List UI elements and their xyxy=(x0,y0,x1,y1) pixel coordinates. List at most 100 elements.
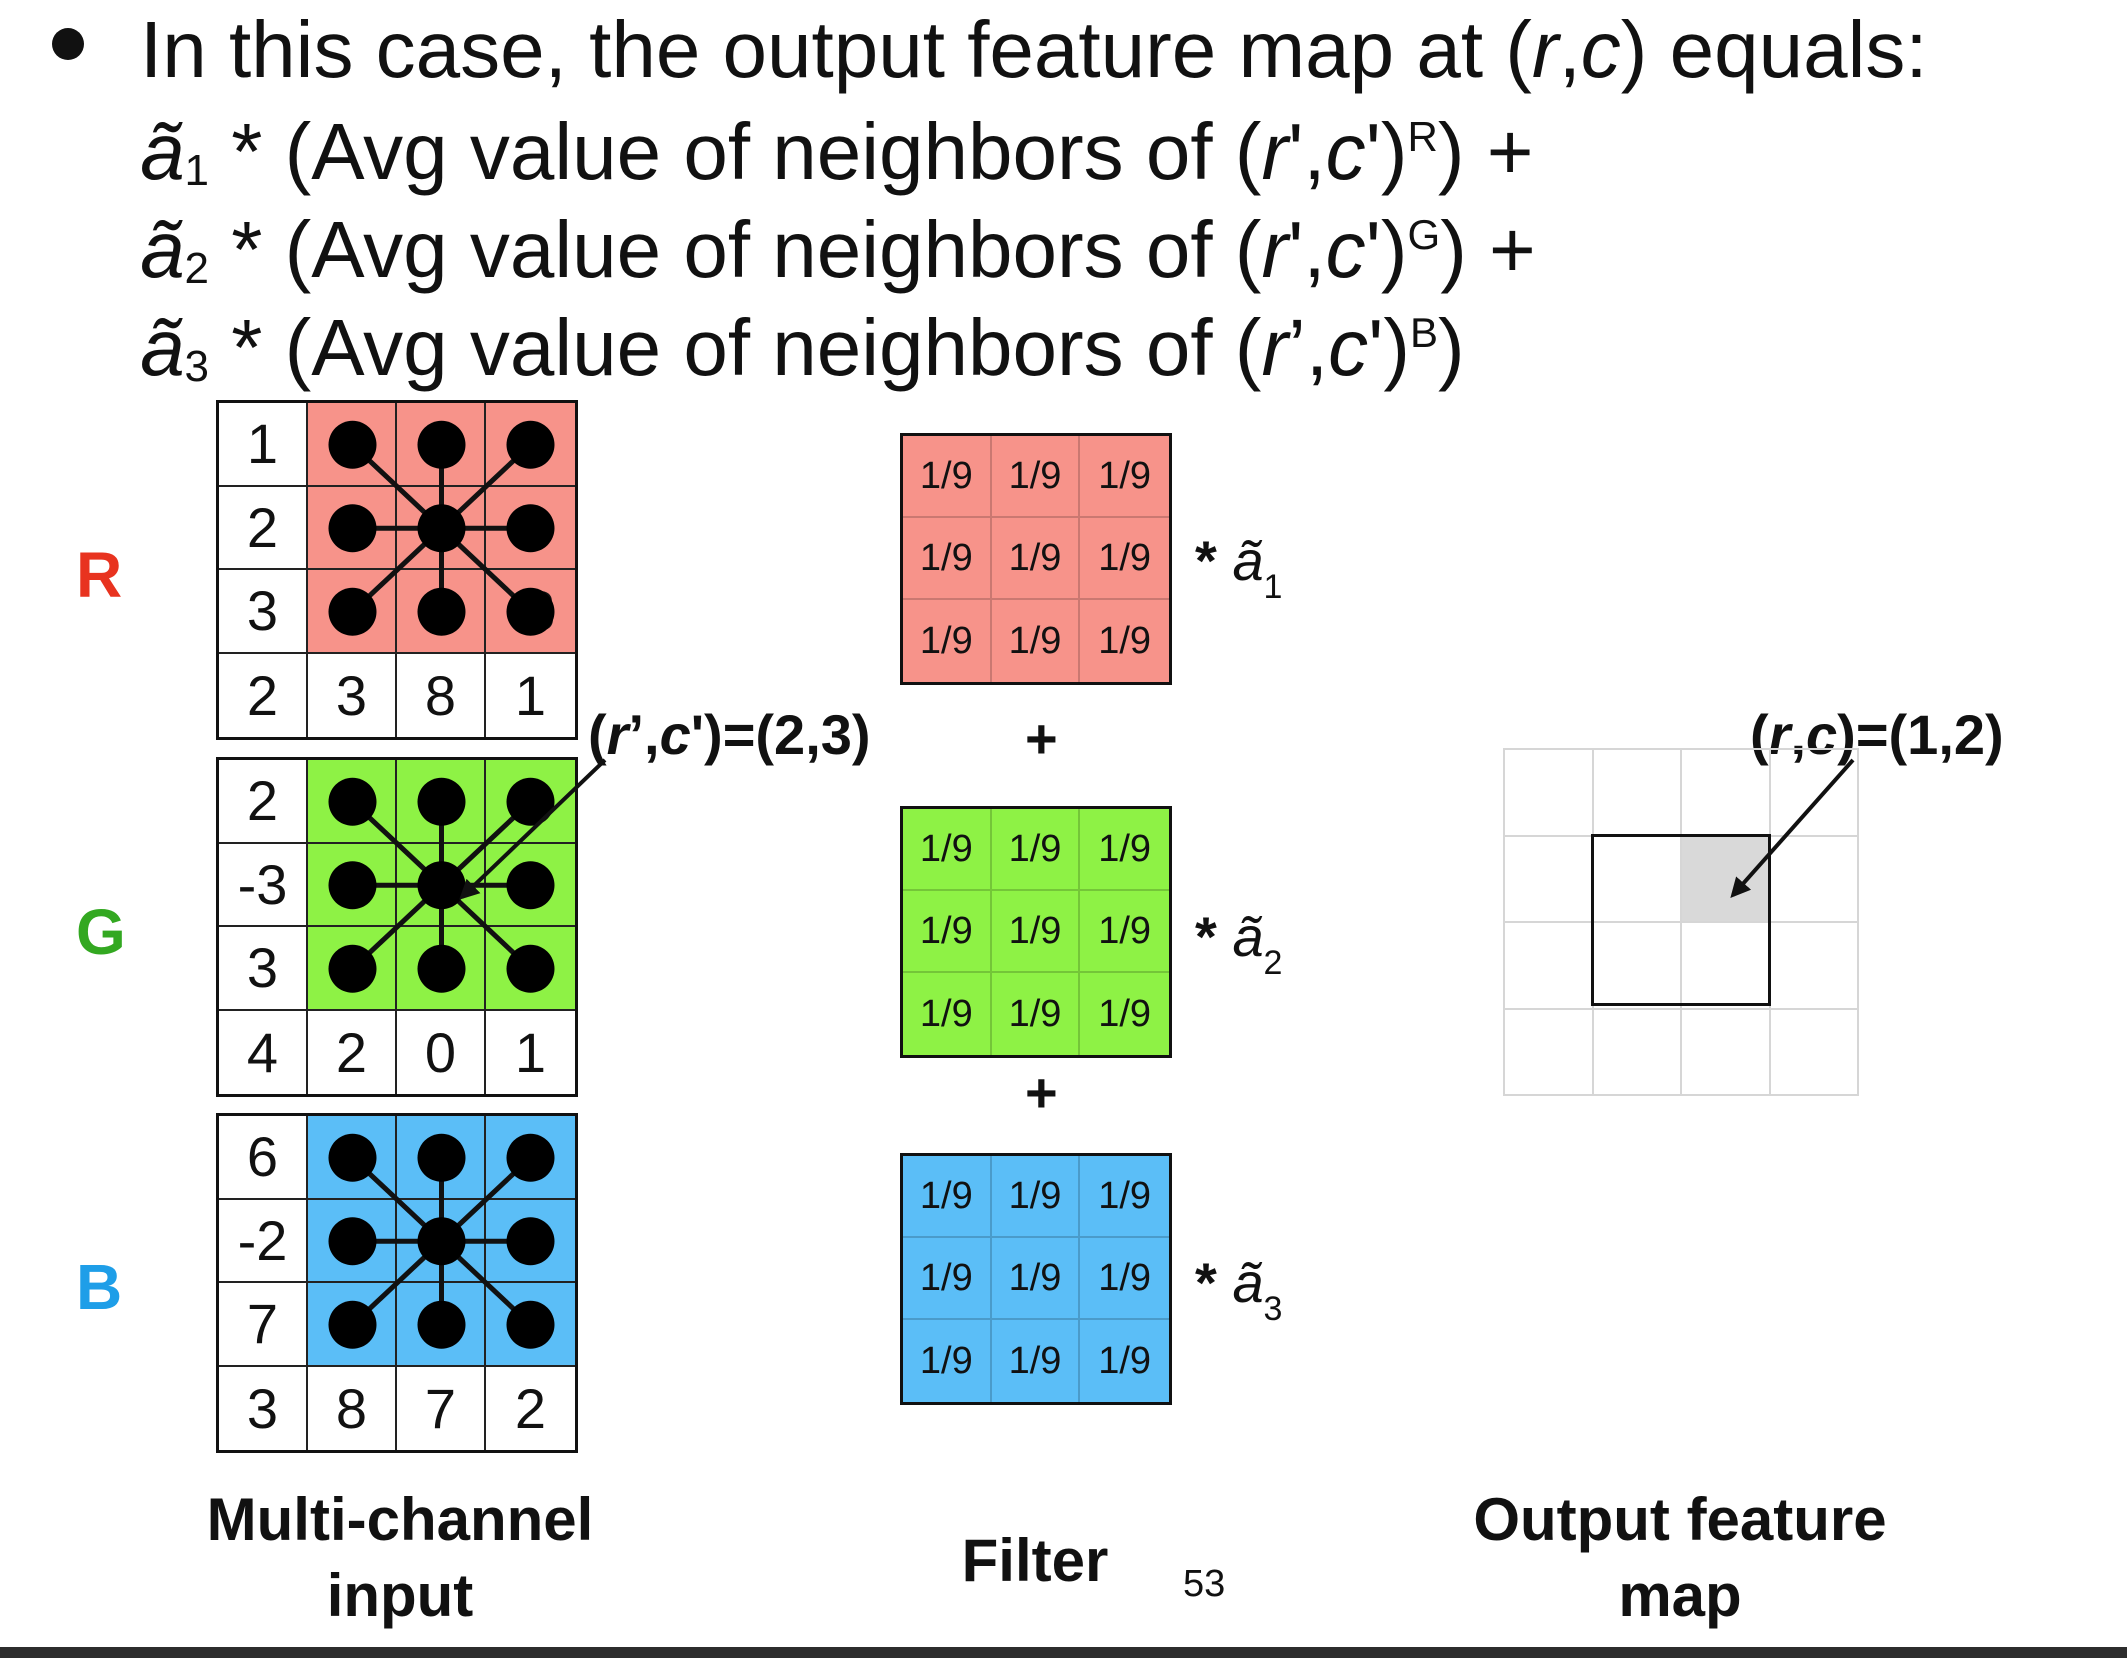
input-cell: 1 xyxy=(219,403,308,487)
neighbor-star xyxy=(328,420,555,636)
center-dot xyxy=(417,1217,466,1266)
neighbor-dot xyxy=(506,504,555,553)
neighbor-dot xyxy=(506,1133,555,1182)
neighbor-dot xyxy=(417,1133,466,1182)
filter-cell: 1/9 xyxy=(991,1238,1081,1320)
equation-term-g: ã2 * (Avg value of neighbors of (r',c')G… xyxy=(140,205,1536,294)
caption-filter: Filter xyxy=(961,1527,1109,1594)
neighbor-dot xyxy=(328,1133,377,1182)
input-cell: 3 xyxy=(219,570,308,654)
input-cell: 3 xyxy=(308,653,397,737)
equation-intro: In this case, the output feature map at … xyxy=(140,5,1928,94)
plus-sign-2: + xyxy=(1025,1061,1058,1124)
input-cell: 7 xyxy=(219,1283,308,1367)
input-cell: 1 xyxy=(514,663,547,727)
input-cell: 2 xyxy=(514,1376,547,1440)
input-coord-label: (r’,c')=(2,3) xyxy=(588,703,871,766)
input-cell: 8 xyxy=(308,1366,397,1450)
input-cell: 2 xyxy=(219,486,308,570)
neighbor-dot xyxy=(506,587,555,636)
neighbor-dot xyxy=(417,587,466,636)
filter-cell: 1/9 xyxy=(991,891,1081,973)
channel-label-b: B xyxy=(76,1251,123,1323)
input-cell: 3 xyxy=(219,927,308,1011)
filter-cell: 1/9 xyxy=(1080,436,1169,518)
filter-coef-r: * ã1 xyxy=(1195,529,1283,607)
neighbor-star xyxy=(328,777,555,993)
input-cell: 2 xyxy=(219,653,308,737)
filter-cell: 1/9 xyxy=(1080,1156,1169,1238)
filter-cell: 1/9 xyxy=(992,973,1081,1055)
output-cell xyxy=(1680,834,1771,923)
filter-cell: 1/9 xyxy=(992,1320,1081,1402)
neighbor-dot xyxy=(417,777,466,826)
neighbor-dot xyxy=(328,944,377,993)
neighbor-star xyxy=(328,1133,555,1349)
filter-cell: 1/9 xyxy=(991,1156,1081,1238)
input-cell: 4 xyxy=(219,1010,308,1094)
neighbor-dot xyxy=(506,420,555,469)
filter-cell: 1/9 xyxy=(1080,518,1169,600)
filter-cell: 1/9 xyxy=(903,600,992,682)
channel-label-r: R xyxy=(76,539,123,611)
input-cell: -3 xyxy=(219,843,308,927)
input-cell: 6 xyxy=(219,1116,308,1200)
neighbor-dot xyxy=(328,861,377,910)
output-feature-map xyxy=(1503,748,1859,1096)
filter-cell: 1/9 xyxy=(991,518,1081,600)
neighbor-dot xyxy=(328,1217,377,1266)
input-cell: 0 xyxy=(397,1010,486,1094)
neighbor-dot xyxy=(506,1217,555,1266)
center-dot xyxy=(417,504,466,553)
plus-sign-1: + xyxy=(1025,707,1058,770)
filter-cell: 1/9 xyxy=(903,1238,992,1320)
input-cell: 2 xyxy=(219,760,308,844)
filter-cell: 1/9 xyxy=(992,600,1081,682)
channel-label-g: G xyxy=(76,896,126,968)
output-window-outline xyxy=(1591,834,1771,1006)
neighbor-dot xyxy=(328,1300,377,1349)
filter-cell: 1/9 xyxy=(903,891,992,973)
equation-term-r: ã1 * (Avg value of neighbors of (r',c')R… xyxy=(140,107,1534,196)
filter-coef-g: * ã2 xyxy=(1195,905,1283,983)
filter-cell: 1/9 xyxy=(991,436,1081,518)
input-cell: 7 xyxy=(397,1366,486,1450)
neighbor-dot xyxy=(417,944,466,993)
neighbor-dot xyxy=(328,504,377,553)
neighbor-dot xyxy=(506,1300,555,1349)
equation-term-b: ã3 * (Avg value of neighbors of (r’,c')B… xyxy=(140,303,1465,392)
page-number: 53 xyxy=(1183,1563,1226,1605)
filter-cell: 1/9 xyxy=(903,1320,992,1402)
input-cell: 2 xyxy=(308,1010,397,1094)
output-coord-arrow xyxy=(1730,758,1855,898)
filter-cell: 1/9 xyxy=(991,809,1081,891)
output-coord-label: (r,c)=(1,2) xyxy=(1750,703,2004,766)
bottom-bar xyxy=(0,1647,2127,1658)
filter-cell: 1/9 xyxy=(903,973,992,1055)
filter-cell: 1/9 xyxy=(903,809,992,891)
neighbor-dot xyxy=(328,777,377,826)
input-cell: 8 xyxy=(397,653,486,737)
input-cell: -2 xyxy=(219,1199,308,1283)
input-cell: 1 xyxy=(514,1020,547,1084)
filter-cell: 1/9 xyxy=(1098,992,1152,1035)
neighbor-dot xyxy=(417,1300,466,1349)
neighbor-dot xyxy=(417,420,466,469)
neighbor-dot xyxy=(506,944,555,993)
output-cell xyxy=(1768,1007,1859,1096)
input-cell: 3 xyxy=(219,1366,308,1450)
filter-coef-b: * ã3 xyxy=(1195,1251,1283,1329)
filter-cell: 1/9 xyxy=(903,1156,992,1238)
filter-cell: 1/9 xyxy=(1080,809,1169,891)
filter-cell: 1/9 xyxy=(1080,1238,1169,1320)
neighbor-dot xyxy=(506,861,555,910)
neighbor-dot xyxy=(506,777,555,826)
center-dot xyxy=(417,861,466,910)
filter-cell: 1/9 xyxy=(903,436,992,518)
filter-cell: 1/9 xyxy=(1080,891,1169,973)
